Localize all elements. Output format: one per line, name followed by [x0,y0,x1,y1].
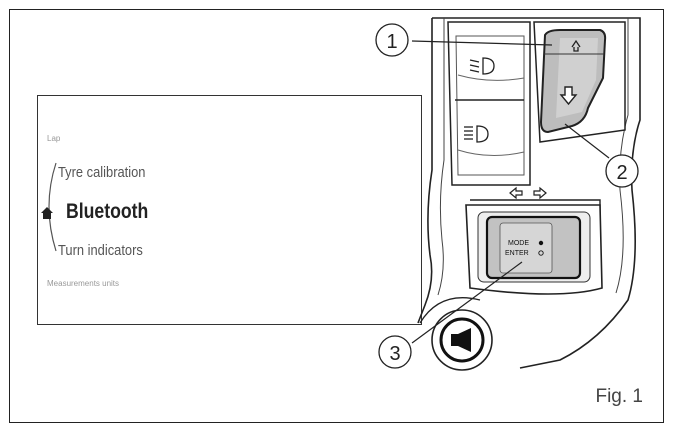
dashboard-display: Lap Tyre calibration Bluetooth Turn indi… [37,95,422,325]
light-switch-housing [447,21,531,186]
arrow-up-icon [571,39,581,52]
arrow-down-icon [559,86,578,106]
arrow-left-icon [509,186,523,200]
menu-item-tyre-calibration: Tyre calibration [58,164,146,181]
menu-item-turn-indicators: Turn indicators [58,242,143,259]
callout-1: 1 [375,23,409,57]
svg-text:2: 2 [616,162,627,184]
selection-arc [48,162,57,252]
figure-label: Fig. 1 [595,386,643,407]
svg-text:3: 3 [389,343,400,365]
switch-housing [417,17,641,369]
arrow-right-icon [533,186,547,200]
menu-item-measurements-units: Measurements units [47,279,120,288]
callout-3: 3 [378,335,412,369]
mode-label: MODE [508,240,529,247]
menu-item-bluetooth: Bluetooth [66,200,149,223]
svg-text:1: 1 [386,31,397,53]
high-beam-icon [464,125,489,143]
horn-icon [451,328,471,352]
menu-item-lap: Lap [47,134,61,143]
callout-2: 2 [605,154,639,188]
enter-label: ENTER [505,250,529,257]
home-icon [41,207,53,219]
low-beam-icon [469,57,495,75]
